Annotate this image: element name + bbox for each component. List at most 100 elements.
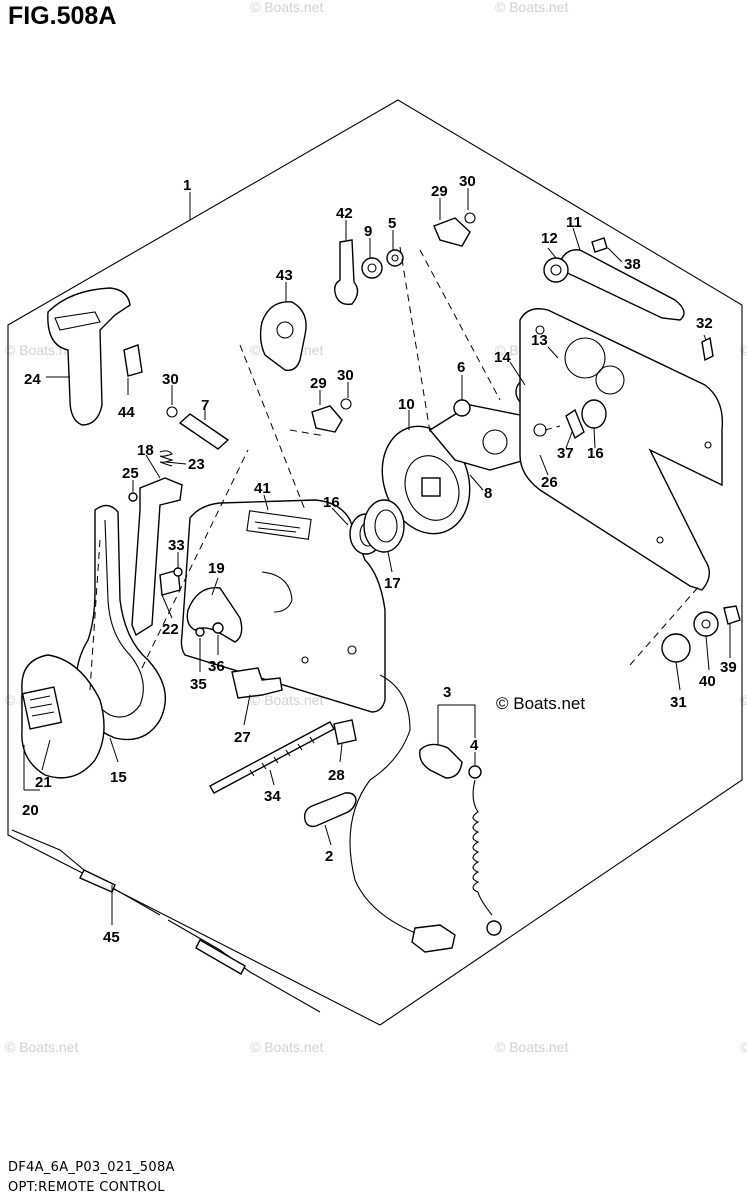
figure-name: OPT:REMOTE CONTROL xyxy=(8,1180,165,1195)
figure-title: FIG.508A xyxy=(8,2,117,30)
shift-bracket xyxy=(259,301,307,371)
callout-20: 20 xyxy=(22,802,39,819)
callout-10: 10 xyxy=(398,396,415,413)
callout-7: 7 xyxy=(201,397,209,414)
callout-13: 13 xyxy=(531,332,548,349)
callout-30c: 30 xyxy=(337,367,354,384)
callout-30b: 30 xyxy=(162,371,179,388)
watermark: © Boats.net xyxy=(495,1039,568,1055)
wire-connector xyxy=(411,924,456,953)
screw xyxy=(565,408,585,440)
switch-bracket xyxy=(231,667,283,699)
callout-36: 36 xyxy=(208,658,225,675)
callout-26: 26 xyxy=(541,474,558,491)
assembly-outline xyxy=(7,99,743,1026)
lanyard-clip xyxy=(468,765,482,779)
lever-bracket xyxy=(131,477,183,637)
handle-grip xyxy=(47,287,131,426)
assembly-lines xyxy=(89,246,701,691)
neutral-lever xyxy=(333,239,359,306)
callout-42: 42 xyxy=(336,205,353,222)
block xyxy=(333,719,357,745)
clip xyxy=(340,398,352,410)
callout-35: 35 xyxy=(190,676,207,693)
friction-knob xyxy=(661,633,691,663)
callout-29b: 29 xyxy=(310,375,327,392)
callout-25: 25 xyxy=(122,465,139,482)
callout-40: 40 xyxy=(699,673,716,690)
callout-16a: 16 xyxy=(323,494,340,511)
screw xyxy=(173,567,183,577)
callout-37: 37 xyxy=(557,445,574,462)
clip xyxy=(166,406,178,418)
callout-22: 22 xyxy=(162,621,179,638)
callout-8: 8 xyxy=(484,485,492,502)
wire-plate xyxy=(303,792,357,828)
callout-30a: 30 xyxy=(459,173,476,190)
callout-18: 18 xyxy=(137,442,154,459)
callout-29a: 29 xyxy=(431,183,448,200)
cam xyxy=(186,586,243,643)
callout-21: 21 xyxy=(35,774,52,791)
washer xyxy=(386,249,404,267)
washer xyxy=(581,399,607,429)
nut xyxy=(723,605,741,625)
callout-34: 34 xyxy=(264,788,281,805)
callout-12: 12 xyxy=(541,230,558,247)
cover-plate xyxy=(559,249,685,321)
callout-19: 19 xyxy=(208,560,225,577)
callout-9: 9 xyxy=(364,223,372,240)
callout-33: 33 xyxy=(168,537,185,554)
callout-11: 11 xyxy=(566,214,582,231)
callout-17: 17 xyxy=(384,575,401,592)
gear-square-hole xyxy=(421,477,441,497)
throttle-cable xyxy=(11,829,161,916)
brand-label: © Boats.net xyxy=(496,694,585,713)
callout-24: 24 xyxy=(24,371,41,388)
spring xyxy=(159,450,174,467)
callout-16b: 16 xyxy=(587,445,604,462)
washer xyxy=(212,622,224,634)
seal-ring xyxy=(543,257,569,283)
bolt xyxy=(128,492,138,502)
callout-1: 1 xyxy=(183,177,191,194)
callout-6: 6 xyxy=(457,359,465,376)
control-housing xyxy=(180,499,386,713)
callout-4: 4 xyxy=(470,737,479,754)
callout-14: 14 xyxy=(494,349,511,366)
callout-2: 2 xyxy=(325,848,333,865)
watermark: © Boats.net xyxy=(250,692,323,708)
callout-28: 28 xyxy=(328,767,345,784)
callout-27: 27 xyxy=(234,729,251,746)
screw xyxy=(591,237,608,253)
watermark: © Boats.net xyxy=(495,0,568,15)
callout-32: 32 xyxy=(696,315,713,332)
figure-code: DF4A_6A_P03_021_508A xyxy=(8,1160,175,1175)
callout-43: 43 xyxy=(276,267,293,284)
shift-arm-boss xyxy=(453,399,471,417)
callout-15: 15 xyxy=(110,769,127,786)
callouts: 1 2 3 4 5 6 7 8 9 10 11 12 13 14 15 16 1… xyxy=(22,173,737,946)
cable-sleeve xyxy=(195,939,246,975)
leader-lines xyxy=(23,188,731,925)
callout-44: 44 xyxy=(118,404,135,421)
callout-23: 23 xyxy=(188,456,205,473)
watermark: © Boats.net xyxy=(5,1039,78,1055)
long-bolt xyxy=(209,721,335,794)
pin xyxy=(178,413,230,450)
lever-cover xyxy=(21,654,105,779)
stop-switch xyxy=(419,743,463,779)
screw xyxy=(195,627,205,637)
screw xyxy=(701,336,714,362)
cable-end xyxy=(311,405,343,433)
clip xyxy=(464,212,476,224)
cable-sleeve xyxy=(79,869,116,893)
watermark: © Boats.net xyxy=(250,1039,323,1055)
callout-3: 3 xyxy=(443,684,451,701)
callout-38: 38 xyxy=(624,256,641,273)
callout-39: 39 xyxy=(720,659,737,676)
washer xyxy=(361,257,383,279)
lever-cover-emblem xyxy=(21,686,63,730)
callout-41: 41 xyxy=(254,480,271,497)
